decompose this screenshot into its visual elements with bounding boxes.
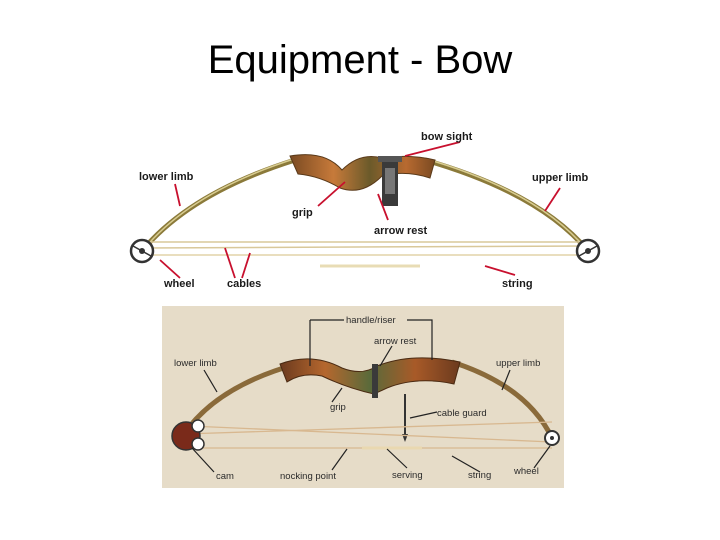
label-serving: serving — [392, 470, 423, 481]
label-lower-limb: lower limb — [174, 358, 217, 369]
label-cable-guard: cable guard — [437, 408, 487, 419]
label-cables: cables — [227, 278, 261, 290]
wheel-shape — [544, 430, 560, 446]
diagram-background — [162, 306, 564, 488]
label-grip: grip — [330, 402, 346, 413]
label-wheel: wheel — [513, 466, 539, 477]
upper-limb-shape — [451, 359, 555, 440]
riser-shape — [279, 357, 461, 395]
cam-shape — [171, 419, 205, 451]
riser-shape — [289, 154, 436, 191]
label-string: string — [502, 278, 533, 290]
label-upper-limb: upper limb — [496, 358, 540, 369]
compound-bow-diagram-top: bow sight lower limb upper limb grip arr… — [129, 131, 601, 290]
label-cam: cam — [216, 471, 234, 482]
label-arrow-rest: arrow rest — [374, 336, 417, 347]
label-string: string — [468, 470, 491, 481]
label-wheel: wheel — [163, 278, 195, 290]
compound-bow-diagram-bottom: handle/riser arrow rest lower limb upper… — [162, 306, 564, 488]
upper-wheel-shape — [575, 238, 601, 264]
lower-wheel-shape — [129, 238, 155, 264]
label-grip: grip — [292, 207, 313, 219]
label-handle-riser: handle/riser — [346, 315, 396, 326]
slide-title: Equipment - Bow — [207, 38, 513, 82]
label-lower-limb: lower limb — [139, 171, 194, 183]
label-arrow-rest: arrow rest — [374, 225, 428, 237]
label-bow-sight: bow sight — [421, 131, 473, 143]
label-nocking-point: nocking point — [280, 471, 336, 482]
label-upper-limb: upper limb — [532, 172, 589, 184]
